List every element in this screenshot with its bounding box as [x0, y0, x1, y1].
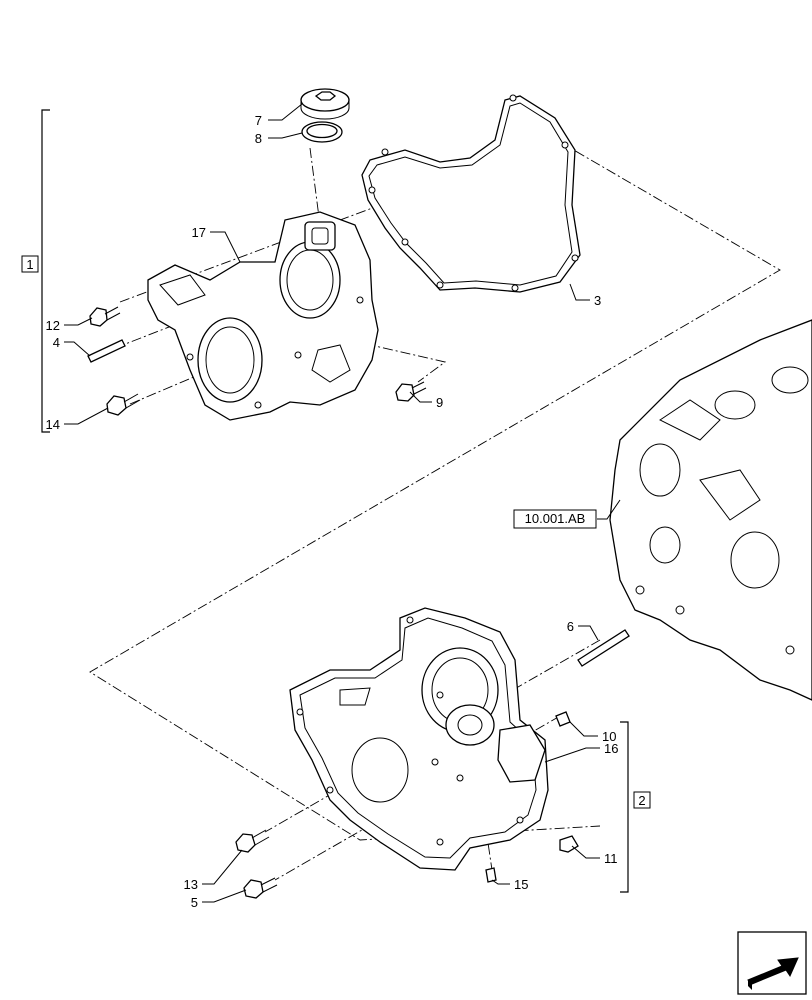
reference-box[interactable]: 10.001.AB [513, 509, 597, 529]
callout-17: 17 [192, 225, 206, 240]
timing-cover [147, 211, 379, 421]
callout-8: 8 [255, 131, 262, 146]
callout-5: 5 [191, 895, 198, 910]
engine-block [609, 319, 812, 701]
callout-7: 7 [255, 113, 262, 128]
pin-15 [485, 867, 497, 883]
group-label-2: 2 [638, 793, 645, 808]
callout-15: 15 [514, 877, 528, 892]
bolt-13 [235, 829, 270, 853]
bolt-5 [243, 877, 278, 899]
leader-lines [64, 103, 621, 903]
plug-11 [559, 835, 579, 853]
callout-3: 3 [594, 293, 601, 308]
callout-13: 13 [184, 877, 198, 892]
timing-cover-gasket [361, 94, 581, 293]
oil-filler-plug [300, 88, 350, 120]
callout-10: 10 [602, 729, 616, 744]
callout-12: 12 [46, 318, 60, 333]
callout-11: 11 [604, 851, 618, 866]
bolt-9 [395, 381, 427, 402]
group-label-1: 1 [26, 257, 33, 272]
gear-housing [289, 607, 549, 871]
callout-numbers: 7 8 17 12 4 14 9 3 6 10 16 11 13 5 15 [46, 113, 619, 910]
callout-9: 9 [436, 395, 443, 410]
o-ring [301, 121, 343, 143]
stud-6 [577, 629, 630, 667]
bolt-14 [106, 393, 141, 416]
callout-6: 6 [567, 619, 574, 634]
group-bracket-2: 2 [620, 721, 651, 893]
callout-16: 16 [604, 741, 618, 756]
callout-4: 4 [53, 335, 60, 350]
callout-14: 14 [46, 417, 60, 432]
reference-label: 10.001.AB [525, 511, 586, 526]
next-page-arrow-icon[interactable] [737, 931, 807, 995]
set-screw-10 [555, 711, 571, 727]
group-bracket-1: 1 [21, 109, 50, 433]
stud-4 [87, 339, 126, 363]
bolt-12 [89, 306, 121, 327]
